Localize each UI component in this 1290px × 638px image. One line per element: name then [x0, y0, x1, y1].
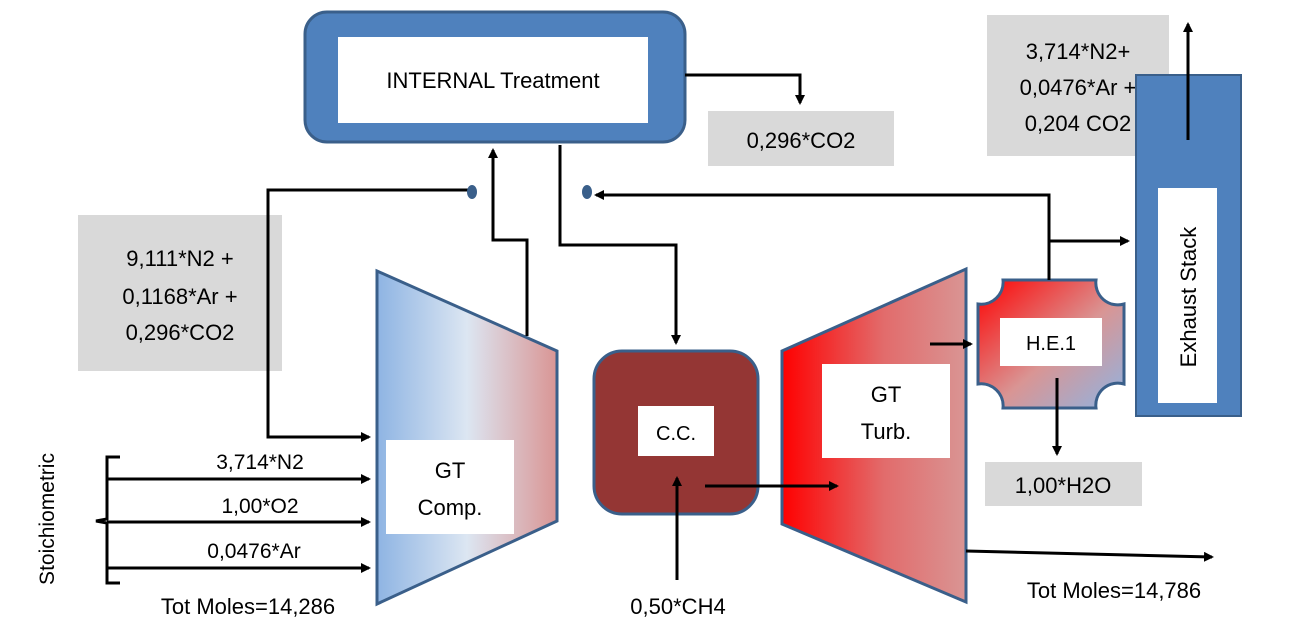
inlet-ar-label: 0,0476*Ar [207, 540, 300, 563]
inlet-n2-label: 3,714*N2 [216, 451, 304, 474]
internal-treatment-block: INTERNAL Treatment [303, 10, 687, 144]
inlet-o2-label: 1,00*O2 [221, 495, 298, 518]
recycle-line-3: 0,296*CO2 [126, 320, 235, 345]
stoichiometric-bracket [95, 455, 120, 585]
fuel-label: 0,50*CH4 [630, 594, 725, 619]
co2-out-box: 0,296*CO2 [708, 111, 894, 166]
recycle-node-left [467, 185, 477, 199]
inlet-total-label: Tot Moles=14,286 [161, 594, 335, 619]
water-out-label: 1,00*H2O [1015, 473, 1112, 498]
compressor-line-1: GT [435, 458, 466, 483]
turbine-line-1: GT [871, 382, 902, 407]
recycle-line-2: 0,1168*Ar + [122, 284, 237, 309]
combustor-label: C.C. [656, 423, 696, 445]
recycle-to-treatment-line [488, 148, 529, 336]
turbine-outlet-line [965, 549, 1214, 562]
exhaust-line-3: 0,204 CO2 [1025, 111, 1131, 136]
gt-compressor: GT Comp. [375, 268, 559, 607]
internal-treatment-label: INTERNAL Treatment [386, 68, 599, 93]
heat-exchanger-label: H.E.1 [1026, 333, 1076, 355]
recycle-composition-box: 9,111*N2 + 0,1168*Ar + 0,296*CO2 [78, 215, 282, 371]
combustion-chamber: C.C. [592, 349, 760, 516]
recycle-return-line [266, 188, 472, 442]
recycle-line-1: 9,111*N2 + [126, 246, 233, 271]
recycle-node-right [582, 185, 592, 199]
outlet-total-label: Tot Moles=14,786 [1027, 578, 1201, 603]
exhaust-line-1: 3,714*N2+ [1026, 39, 1131, 64]
heat-exchanger: H.E.1 [976, 278, 1126, 410]
water-out-box: 1,00*H2O [985, 462, 1142, 506]
he-to-recycle-line [594, 190, 1051, 280]
treatment-to-combustor-line [558, 145, 681, 345]
compressor-line-2: Comp. [418, 495, 483, 520]
co2-out-label: 0,296*CO2 [747, 128, 856, 153]
exhaust-stack-label: Exhaust Stack [1176, 226, 1201, 368]
turbine-line-2: Turb. [861, 419, 912, 444]
gt-turbine: GT Turb. [780, 266, 968, 605]
co2-out-line [685, 73, 805, 105]
exhaust-stack: Exhaust Stack [1135, 74, 1242, 417]
stoichiometric-label: Stoichiometric [36, 453, 59, 585]
exhaust-line-2: 0,0476*Ar + [1020, 75, 1137, 100]
